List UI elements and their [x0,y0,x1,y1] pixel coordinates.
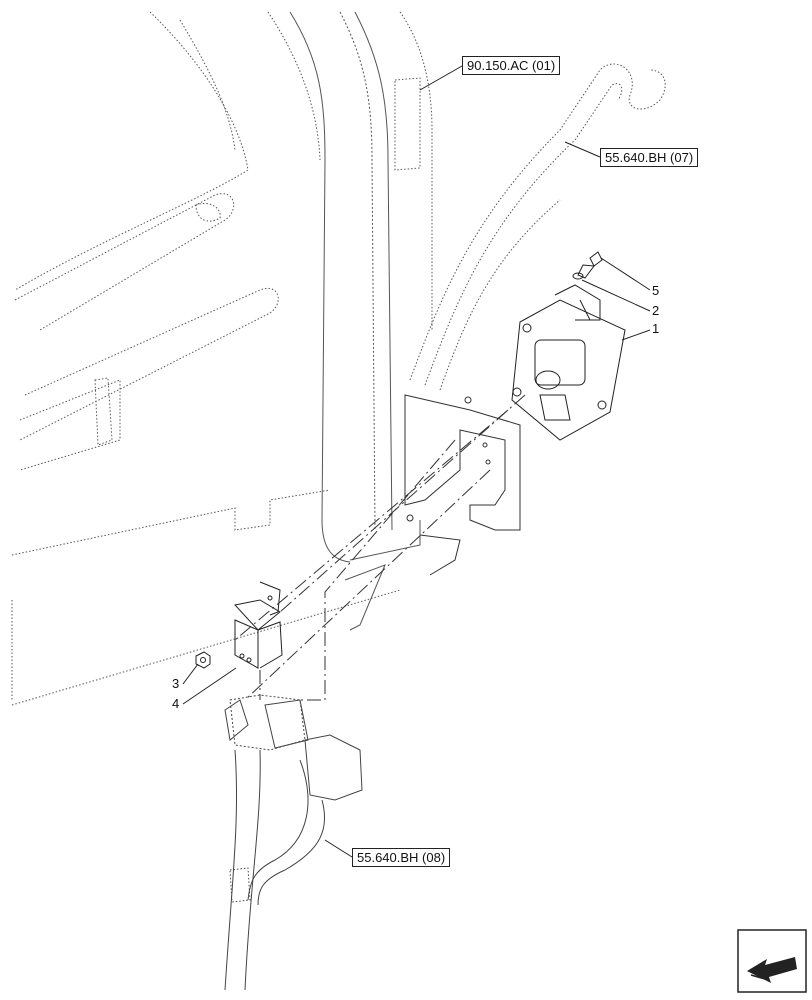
reference-label-top[interactable]: 90.150.AC (01) [462,56,561,75]
screw-and-washer [572,251,603,280]
cab-structure [11,11,401,706]
lower-harness [224,694,363,991]
arrow-back-icon[interactable] [737,929,807,998]
hex-nut [195,651,211,669]
callout-4: 4 [172,696,180,711]
callout-2: 2 [652,303,660,318]
callout-1: 1 [652,321,660,336]
reference-label-right[interactable]: 55.640.BH (07) [600,148,699,167]
upper-harness [409,63,666,391]
assembly-guides [234,394,526,701]
relay-bracket [234,581,283,669]
socket-connector [511,284,626,441]
reference-label-bottom[interactable]: 55.640.BH (08) [352,848,451,867]
door-pillar [289,11,433,631]
mounting-bracket [404,394,521,576]
callout-5: 5 [652,283,660,298]
leader-lines [182,65,651,858]
callout-3: 3 [172,676,180,691]
